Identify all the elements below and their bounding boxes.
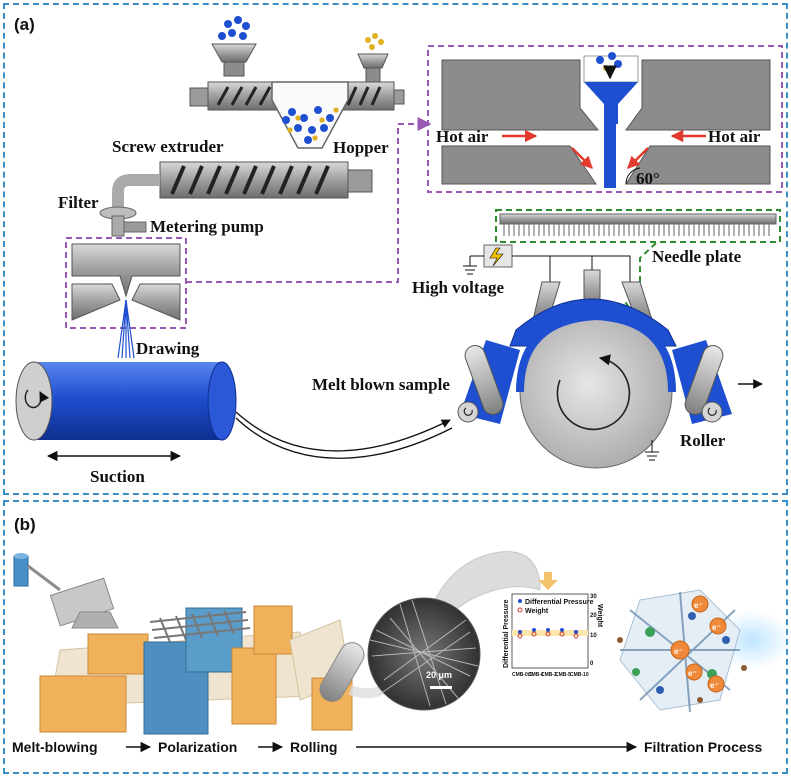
electron-2: e⁻: [674, 647, 683, 656]
inset-ytick-0: 0: [590, 661, 594, 667]
inset-cat-2: CMB-1: [528, 672, 544, 678]
inset-legend-weight: Weight: [525, 608, 549, 615]
polarization-stage: [39, 605, 313, 735]
screw-extruder: [112, 161, 373, 210]
panel-a: [3, 3, 788, 495]
inset-ytick-10: 10: [590, 633, 597, 639]
inset-ytick-30: 30: [590, 594, 597, 600]
step-melt-blowing: Melt-blowing: [12, 739, 98, 755]
inset-cat-5: CMB-10: [570, 672, 589, 678]
inset-right-ticks: 30 20 10 0: [590, 594, 597, 667]
label-screw-extruder: Screw extruder: [112, 137, 224, 156]
inset-legend-dp: Differential Pressure: [525, 599, 594, 606]
inset-ylabel-left: Differential Pressure: [503, 599, 510, 668]
filter: [99, 206, 147, 237]
electron-3: e⁻: [712, 623, 721, 632]
label-filter: Filter: [58, 193, 99, 212]
rolling-stage: [289, 619, 395, 731]
transfer-arrow: [235, 411, 451, 452]
inset-ylabel-right: Weight: [596, 604, 603, 628]
nozzle-zoom: [427, 45, 783, 193]
melt-blowing-machine: [13, 553, 119, 629]
filtration-illustration: [617, 589, 791, 713]
label-hot-air-right: Hot air: [708, 127, 761, 146]
zoom-connector: [186, 117, 432, 283]
sem-image: [367, 597, 481, 711]
label-high-voltage: High voltage: [412, 278, 505, 297]
label-metering-pump: Metering pump: [150, 217, 264, 236]
die-head: [65, 237, 187, 359]
panel-b-tag: (b): [14, 515, 36, 534]
label-drawing: Drawing: [136, 339, 200, 358]
panel-a-tag: (a): [14, 15, 35, 34]
charging-drum: [509, 298, 677, 469]
step-rolling: Rolling: [290, 739, 337, 755]
inset-cat-4: CMB-5: [555, 672, 571, 678]
sem-scale-bar: 20 μm: [426, 670, 452, 680]
electron-4: e⁻: [710, 681, 719, 690]
inset-cat-3: CMB-3: [541, 672, 557, 678]
inset-chart: [511, 572, 589, 669]
inset-categories: CMB-0.5 CMB-1 CMB-3 CMB-5 CMB-10: [512, 672, 589, 678]
label-hopper: Hopper: [333, 138, 389, 157]
electron-1: e⁻: [694, 601, 703, 610]
label-roller: Roller: [680, 431, 726, 450]
transfer-arrow-outline: [235, 417, 453, 459]
electron-labels: e⁻ e⁻ e⁻ e⁻ e⁻: [674, 601, 721, 690]
inset-cat-1: CMB-0.5: [512, 672, 532, 678]
inset-ytick-20: 20: [590, 613, 597, 619]
step-polarization: Polarization: [158, 739, 237, 755]
label-melt-blown-sample: Melt blown sample: [312, 375, 450, 394]
rollers: [457, 340, 763, 424]
hopper: [271, 81, 349, 149]
high-voltage-source: [463, 244, 631, 290]
needle-plate: [495, 209, 781, 243]
label-hot-air-left: Hot air: [436, 127, 489, 146]
label-needle-plate: Needle plate: [652, 247, 742, 266]
label-angle: 60°: [636, 169, 660, 188]
electron-5: e⁻: [688, 669, 697, 678]
step-filtration: Filtration Process: [644, 739, 762, 755]
collector-drum: [15, 361, 237, 441]
label-suction: Suction: [90, 467, 145, 486]
